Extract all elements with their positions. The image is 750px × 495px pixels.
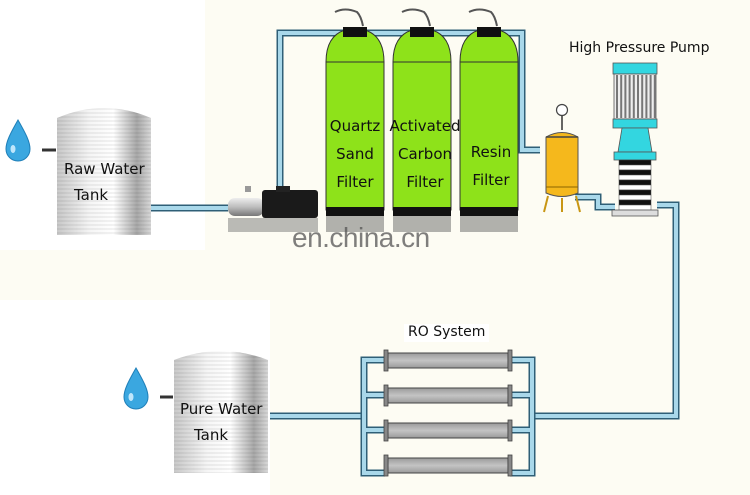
raw-water-tank <box>57 108 151 235</box>
watermark: en.china.cn <box>292 222 430 253</box>
pure-water-tank-label: Pure Water Tank <box>180 400 262 445</box>
filter-vessel <box>392 8 452 232</box>
pure-water-tank <box>174 351 268 473</box>
filter-base <box>393 207 451 216</box>
label-line: Quartz <box>329 117 381 135</box>
valve-pipe <box>334 8 364 27</box>
filter-base <box>460 207 518 216</box>
filter-vessels <box>325 8 519 232</box>
activated-carbon-filter-label: Activated Carbon Filter <box>388 112 462 196</box>
filter-base <box>326 207 384 216</box>
valve-head <box>477 27 501 37</box>
ro-membrane <box>383 384 513 407</box>
ro-system-label: RO System <box>404 324 490 342</box>
ro-outlet-manifold <box>510 356 536 477</box>
raw-water-tank-label: Raw Water Tank <box>64 160 145 205</box>
ro-membrane <box>383 419 513 442</box>
filter-vessel <box>325 8 385 232</box>
label-line: Raw Water <box>64 160 145 178</box>
quartz-sand-filter-label: Quartz Sand Filter <box>328 112 382 196</box>
high-pressure-pump-label: High Pressure Pump <box>569 40 710 56</box>
valve-head <box>410 27 434 37</box>
label-line: Pure Water <box>180 400 263 418</box>
label-line: Sand <box>336 145 374 163</box>
label-line: Tank <box>194 425 229 444</box>
ro-membranes <box>383 349 513 477</box>
pressure-gauge-icon <box>555 103 569 117</box>
label-line: Activated <box>389 117 461 135</box>
valve-head <box>343 27 367 37</box>
label-line: Resin <box>470 143 512 161</box>
label-line: Filter <box>472 171 510 189</box>
water-drop-icon <box>123 366 149 410</box>
label-line: Filter <box>336 173 374 191</box>
label-line: Tank <box>74 185 109 204</box>
pressure-vessel <box>543 103 581 213</box>
ro-membrane <box>383 349 513 372</box>
filter-vessel <box>459 8 519 232</box>
booster-pump-icon <box>228 186 318 232</box>
valve-pipe <box>401 8 431 27</box>
pipe-network <box>150 29 680 477</box>
resin-filter-label: Resin Filter <box>462 138 520 194</box>
pipe-pump-to-ro <box>533 201 680 420</box>
water-drop-icon <box>5 118 31 162</box>
label-line: Carbon <box>397 145 453 163</box>
label-line: Filter <box>406 173 444 191</box>
high-pressure-pump <box>611 62 659 217</box>
valve-pipe <box>468 8 498 27</box>
ro-membrane <box>383 454 513 477</box>
